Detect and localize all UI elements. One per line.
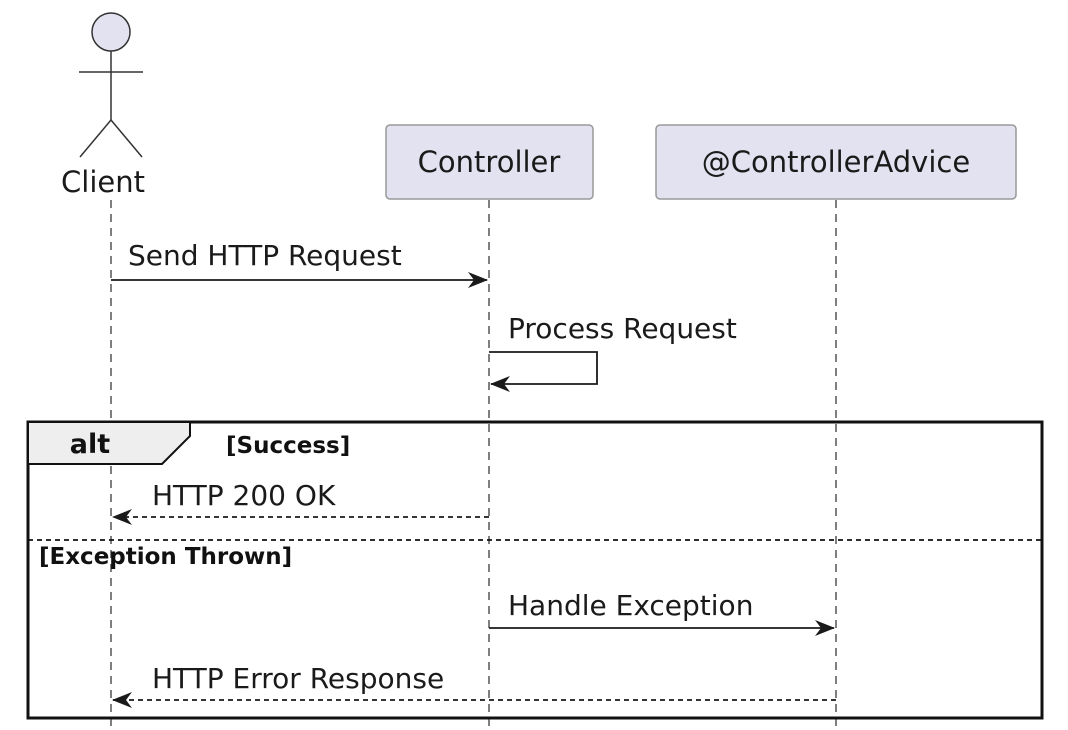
alt-fragment-tab: [27, 421, 191, 465]
participant-controller-box: [385, 124, 594, 200]
alt-keyword: alt: [70, 429, 110, 460]
participant-advice-label: @ControllerAdvice: [702, 145, 970, 179]
alt-guard-exception: [Exception Thrown]: [39, 544, 292, 570]
message-process-request-label: Process Request: [508, 312, 737, 345]
message-send-request-label: Send HTTP Request: [128, 239, 402, 272]
message-handle-exception-label: Handle Exception: [508, 589, 753, 622]
message-process-request-arrow: [489, 351, 598, 392]
alt-fragment-frame: [26, 420, 1044, 720]
participant-controller-label: Controller: [418, 145, 561, 179]
message-http-ok-label: HTTP 200 OK: [152, 479, 336, 512]
participant-advice-box: [655, 124, 1017, 200]
message-http-error-label: HTTP Error Response: [152, 662, 444, 695]
participant-client-label: Client: [61, 165, 145, 199]
alt-guard-success: [Success]: [226, 433, 350, 459]
actor-client-icon: [79, 12, 143, 158]
